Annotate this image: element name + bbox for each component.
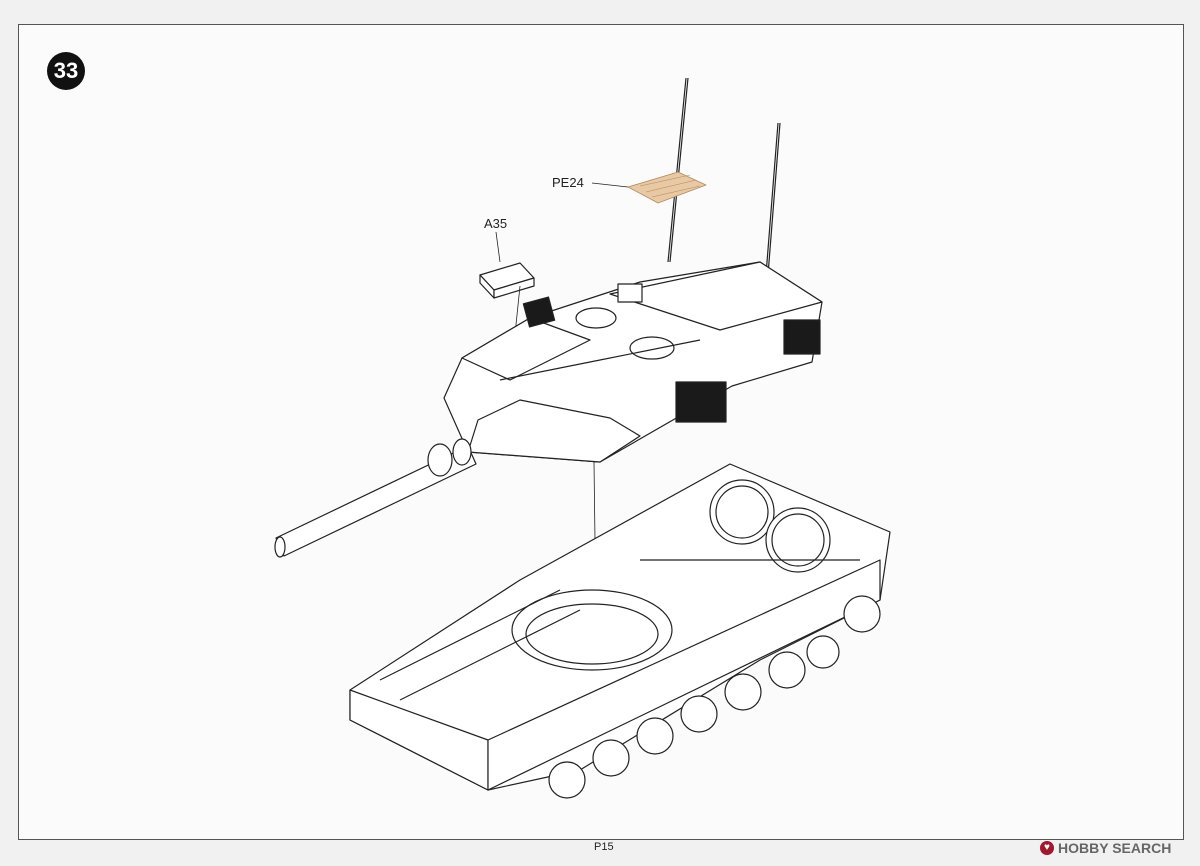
- page-number: P15: [594, 841, 614, 853]
- a35-leader-line: [495, 231, 501, 263]
- antenna-left: [667, 77, 689, 263]
- gun-barrel: [274, 438, 477, 558]
- pe24-leader-line: [591, 182, 629, 188]
- watermark: ♥ HOBBY SEARCH: [1040, 840, 1171, 856]
- hobby-search-logo-icon: ♥: [1040, 841, 1054, 855]
- hull: [349, 463, 891, 791]
- watermark-text: HOBBY SEARCH: [1058, 840, 1172, 856]
- callout-label-pe24: PE24: [552, 175, 584, 190]
- photo-etch-part-pe24: [627, 171, 707, 204]
- part-a35: [479, 262, 535, 345]
- callout-label-a35: A35: [484, 216, 508, 231]
- road-wheels: [548, 595, 881, 799]
- turret: [443, 261, 823, 463]
- step-number-badge: 33: [47, 52, 85, 90]
